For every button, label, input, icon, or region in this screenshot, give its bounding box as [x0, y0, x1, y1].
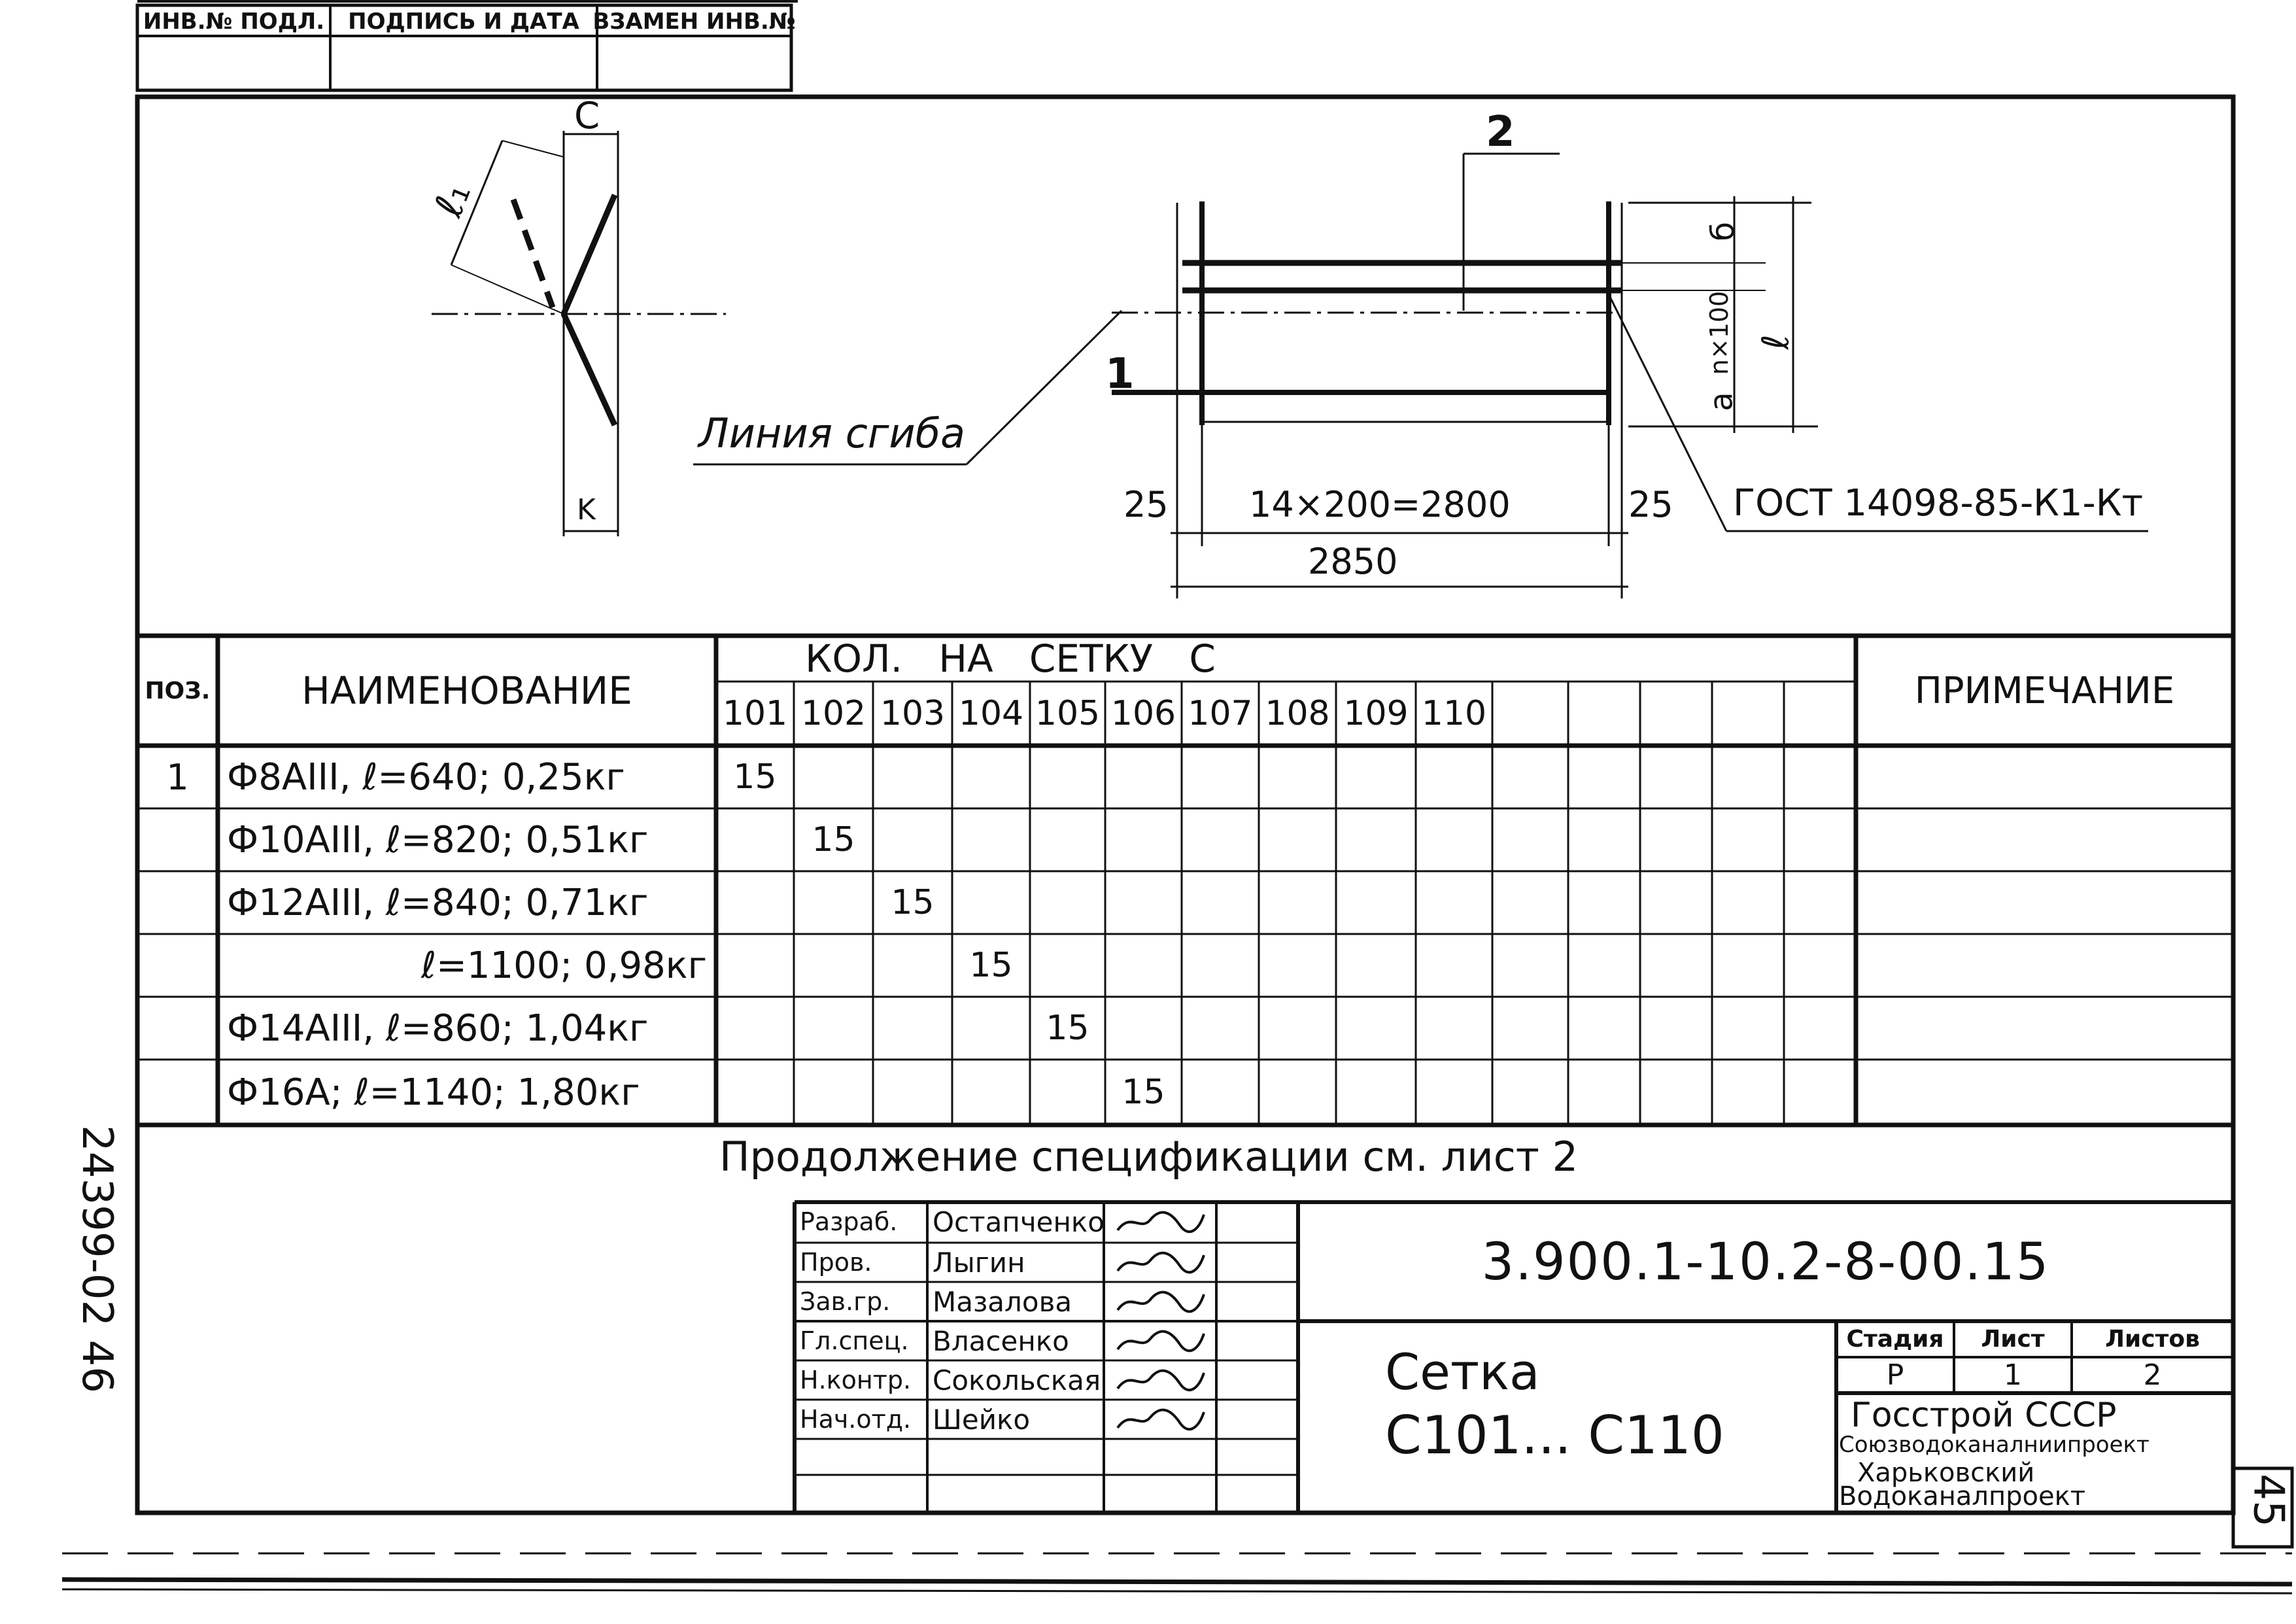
row-position — [137, 997, 218, 1060]
drawing-title-line1: Сетка — [1385, 1343, 1540, 1401]
row-quantity: 15 — [1122, 1073, 1165, 1112]
dim-total: 2850 — [1308, 541, 1398, 582]
handwritten-signature — [1104, 1360, 1216, 1400]
org-line3: Харьковский — [1857, 1458, 2035, 1488]
dim-label-k: K — [577, 493, 596, 527]
signature-role: Н.контр. — [800, 1366, 912, 1394]
row-position — [137, 1060, 218, 1125]
signature-role: Нач.отд. — [800, 1405, 912, 1434]
qty-column-header: 107 — [1188, 694, 1253, 733]
qty-column-header: 109 — [1343, 694, 1409, 733]
qty-column-header: 102 — [800, 694, 866, 733]
stamp-col-inv: ИНВ.№ ПОДЛ. — [143, 8, 325, 35]
document-code: 3.900.1-10.2-8-00.15 — [1481, 1233, 2050, 1292]
sheet-label: Лист — [1981, 1326, 2045, 1353]
row-name: Ф12АIII, ℓ=840; 0,71кг — [227, 881, 649, 924]
sheet-corner-number: 45 — [2244, 1474, 2293, 1527]
drawing-title-line2: С101... С110 — [1385, 1405, 1724, 1466]
qty-column-header: 105 — [1035, 694, 1101, 733]
qty-column-header: 110 — [1421, 694, 1487, 733]
handwritten-signature — [1104, 1400, 1216, 1439]
handwritten-signature — [1104, 1202, 1216, 1241]
row-quantity: 15 — [812, 820, 855, 859]
signature-name: Мазалова — [933, 1285, 1072, 1318]
qty-column-header: 104 — [958, 694, 1024, 733]
gost-reference: ГОСТ 14098-85-К1-Кт — [1733, 482, 2144, 525]
dim-b: б — [1704, 222, 1741, 241]
signature-name: Сокольская — [933, 1364, 1101, 1396]
org-line1: Госстрой СССР — [1851, 1396, 2117, 1435]
stamp-col-replaced: ВЗАМЕН ИНВ.№ — [592, 8, 796, 35]
sheets-label: Листов — [2105, 1326, 2200, 1353]
sheets-value: 2 — [2143, 1358, 2162, 1392]
continuation-note: Продолжение спецификации см. лист 2 — [719, 1133, 1579, 1181]
dim-25-left: 25 — [1123, 484, 1169, 525]
row-name: Ф16А; ℓ=1140; 1,80кг — [227, 1071, 640, 1114]
handwritten-signature — [1104, 1243, 1216, 1282]
signature-name: Шейко — [933, 1403, 1031, 1436]
signature-role: Зав.гр. — [800, 1287, 891, 1316]
handwritten-signature — [1104, 1282, 1216, 1321]
handwritten-signature — [1104, 1321, 1216, 1360]
dim-l: ℓ — [1755, 334, 1798, 350]
qty-column-header: 101 — [722, 694, 788, 733]
position-2-label: 2 — [1486, 108, 1515, 156]
dim-n100: n×100 — [1705, 290, 1734, 375]
row-name: ℓ=1100; 0,98кг — [420, 944, 707, 987]
org-line2: Союзводоканалниипроект — [1839, 1432, 2150, 1458]
row-quantity: 15 — [733, 757, 777, 797]
row-position: 1 — [166, 756, 189, 798]
header-qty: КОЛ. НА СЕТКУ С — [805, 636, 1216, 681]
side-code: 24399-02 46 — [73, 1125, 121, 1393]
signature-name: Остапченко — [933, 1205, 1105, 1238]
qty-column-header: 106 — [1110, 694, 1176, 733]
bend-line-label: Линия сгиба — [698, 409, 965, 457]
row-quantity: 15 — [969, 946, 1013, 985]
row-quantity: 15 — [891, 883, 934, 922]
row-name: Ф10АIII, ℓ=820; 0,51кг — [227, 818, 649, 861]
signature-role: Пров. — [800, 1248, 872, 1277]
dim-25-right: 25 — [1628, 484, 1673, 525]
header-note: ПРИМЕЧАНИЕ — [1914, 669, 2175, 712]
stamp-col-signature: ПОДПИСЬ И ДАТА — [348, 8, 579, 35]
header-pos: ПОЗ. — [145, 677, 211, 704]
dim-a: a — [1703, 392, 1740, 411]
signature-name: Власенко — [933, 1324, 1069, 1357]
row-quantity: 15 — [1046, 1009, 1089, 1048]
position-1-label: 1 — [1105, 350, 1135, 398]
row-position — [137, 808, 218, 871]
signature-role: Гл.спец. — [800, 1326, 909, 1355]
signature-role: Разраб. — [800, 1207, 898, 1236]
dim-pitch: 14×200=2800 — [1249, 484, 1511, 525]
qty-column-header: 103 — [880, 694, 946, 733]
qty-column-header: 108 — [1265, 694, 1330, 733]
row-position — [137, 871, 218, 934]
row-position — [137, 934, 218, 997]
org-line4: Водоканалпроект — [1839, 1481, 2086, 1512]
row-name: Ф8АIII, ℓ=640; 0,25кг — [227, 755, 625, 799]
signature-name: Лыгин — [933, 1246, 1025, 1279]
dim-label-c: C — [574, 95, 600, 137]
stage-value: Р — [1886, 1358, 1904, 1392]
row-name: Ф14АIII, ℓ=860; 1,04кг — [227, 1007, 649, 1050]
header-name: НАИМЕНОВАНИЕ — [301, 668, 632, 713]
stage-label: Стадия — [1846, 1326, 1944, 1353]
sheet-value: 1 — [2004, 1358, 2022, 1392]
